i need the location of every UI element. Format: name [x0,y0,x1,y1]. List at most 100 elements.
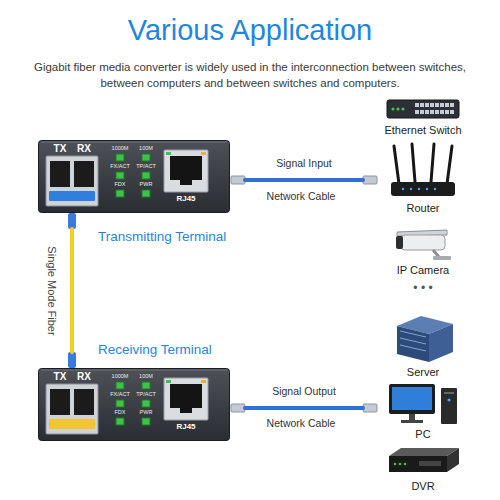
router-led [426,188,428,190]
port-label: TX [54,372,67,382]
rj45-port [164,150,208,192]
monitor-base [401,420,423,423]
device-icon [383,226,463,262]
device-name: IP Camera [397,264,449,277]
fiber-cable [70,229,74,352]
status-led [142,172,150,179]
router-antenna [447,146,452,184]
fiber-connector [68,352,76,368]
dvr: DVR [378,446,468,493]
signal-label: Signal Output [270,385,338,398]
switch-port [420,110,424,114]
ip-camera: IP Camera [378,226,468,277]
router-body [391,182,455,196]
switch-port [450,110,454,114]
converter-drawing [38,368,230,441]
switch-port [415,103,419,107]
dvr-front [389,456,447,472]
led-label: 100M [139,146,153,152]
lc-port [74,161,94,187]
cable-label: Network Cable [267,417,336,431]
led-label: TP/ACT [136,392,156,398]
switch-port [450,103,454,107]
switch-port [445,110,449,114]
status-led [142,382,150,389]
led-label: 1000M [112,374,129,380]
switch-port [445,103,449,107]
led-label: PWR [140,410,153,416]
rj45-plug [231,176,245,184]
status-led [116,382,124,389]
camera-lens [396,236,403,249]
rj45-plug [363,404,377,412]
device-icon [383,96,463,122]
switch-port [440,103,444,107]
port-led [201,380,206,383]
dvr-led [399,463,402,466]
server-slot [400,338,426,344]
led-label: PWR [140,182,153,188]
switch-led [396,107,399,110]
media-converter: TXRX1000M100MFX/ACTTP/ACTFDXPWRRJ45 [38,368,230,441]
led-label: FDX [115,182,126,188]
led-label: 100M [139,374,153,380]
server: Server [378,312,468,379]
cable-label: Network Cable [267,190,336,204]
title: Various Application [0,14,500,47]
switch-led [401,107,404,110]
signal-label: Signal Input [274,157,333,170]
rj45-socket [170,156,202,180]
port-led [201,152,206,155]
power-button [447,398,450,401]
status-led [142,154,150,161]
port-label: RJ45 [176,195,195,203]
switch-port [440,110,444,114]
router-antenna [412,144,415,182]
media-converter: TXRX1000M100MFX/ACTTP/ACTFDXPWRRJ45 [38,140,230,213]
device-name: DVR [411,480,434,493]
led-label: FDX [115,410,126,416]
server-slot [400,331,426,337]
router-led [418,188,420,190]
router-led [410,188,412,190]
pc: PC [378,382,468,441]
ethernet-switch: Ethernet Switch [378,96,468,137]
switch-port [430,103,434,107]
status-led [142,190,150,197]
switch-port [425,103,429,107]
converter-housing [39,141,230,213]
switch-body [387,100,459,118]
device-name: Ethernet Switch [384,124,461,137]
terminal-label: Receiving Terminal [98,341,212,359]
port-led [166,380,171,383]
converter-housing [39,369,230,441]
camera-housing [401,235,445,250]
server-slot [400,345,426,351]
device-icon [383,382,463,426]
status-led [116,172,124,179]
rj45-plug [363,176,377,184]
status-led [142,418,150,425]
rj45-plug [231,404,245,412]
monitor [389,384,435,414]
fiber-connector [68,213,76,229]
converter-drawing [38,140,230,213]
dvr-led [394,463,397,466]
status-led [116,418,124,425]
switch-port [425,110,429,114]
device-name: Server [407,366,439,379]
fiber-label: Single Mode Fiber [44,244,57,337]
router-led [434,188,436,190]
router-antenna [394,146,399,184]
dvr-panel [419,461,441,466]
monitor-screen [392,387,432,410]
rj45-notch [180,178,192,185]
dvr-top [389,448,459,456]
sfp-latch [49,419,95,429]
sfp-cage [46,384,98,434]
device-icon [383,312,463,364]
lc-port [74,389,94,415]
switch-port [435,103,439,107]
rj45-socket [170,384,202,408]
